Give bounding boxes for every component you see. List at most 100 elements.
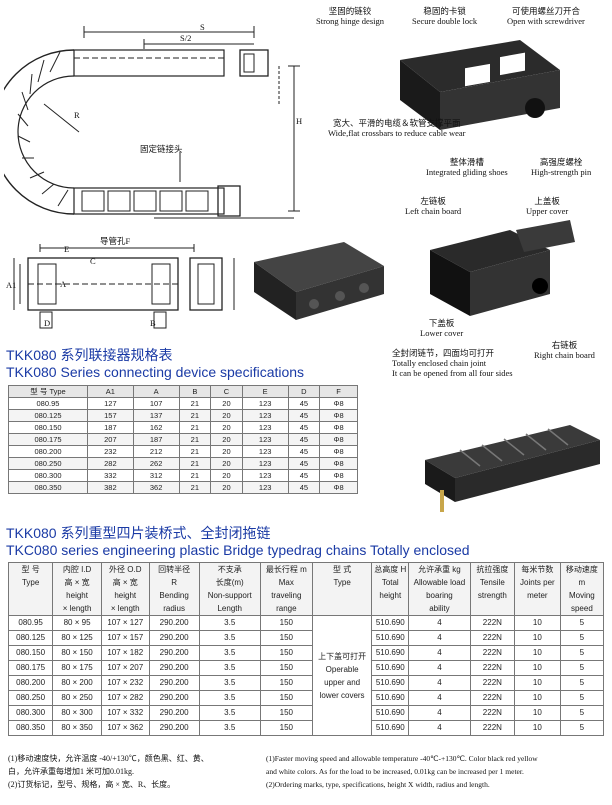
chain-bend-drawing [4, 26, 300, 219]
cell: 510.690 [371, 645, 410, 661]
cell: 10 [513, 705, 561, 721]
dim-a-label: A [60, 279, 67, 289]
cell: 510.690 [371, 660, 410, 676]
cell: 21 [178, 409, 212, 422]
cell: 150 [259, 705, 313, 721]
cell: 20 [210, 445, 243, 458]
cell: 080.200 [7, 675, 54, 691]
cell: 20 [210, 421, 243, 434]
cell: 10 [513, 630, 561, 646]
cell: 5 [559, 705, 605, 721]
cell: 510.690 [371, 690, 410, 706]
cell: 45 [287, 433, 321, 446]
col-a: A [132, 385, 180, 398]
cell: 150 [259, 615, 313, 631]
cell: 150 [259, 645, 313, 661]
cell: 290.200 [148, 630, 200, 646]
cell: 4 [408, 660, 471, 676]
cell: Φ8 [319, 445, 358, 458]
cell: 45 [287, 409, 321, 422]
cell: 10 [513, 675, 561, 691]
cell: 21 [178, 433, 212, 446]
cell: 5 [559, 645, 605, 661]
cell: 123 [241, 445, 289, 458]
note-zh-3: (2)订货标记，型号、规格，高 × 宽、R、长度。 [8, 780, 176, 789]
notes-en: (1)Faster moving speed and allowable tem… [266, 752, 608, 791]
cell: 20 [210, 409, 243, 422]
cell: 123 [241, 457, 289, 470]
cell: 4 [408, 615, 471, 631]
cell: 150 [259, 675, 313, 691]
cell: 80 × 300 [52, 705, 102, 721]
dim-s2-label: S/2 [180, 33, 192, 43]
cell: 137 [132, 409, 180, 422]
cell: 45 [287, 457, 321, 470]
cell: 4 [408, 630, 471, 646]
cell: 510.690 [371, 720, 410, 736]
cell: 4 [408, 690, 471, 706]
chain-link-open-photo [400, 40, 560, 130]
cell: Φ8 [319, 469, 358, 482]
cell: 10 [513, 720, 561, 736]
cell: 382 [87, 481, 134, 494]
cell: 3.5 [198, 705, 261, 721]
cell: 080.125 [7, 630, 54, 646]
note-en-1: (1)Faster moving speed and allowable tem… [266, 754, 538, 763]
cell: 20 [210, 397, 243, 410]
cell: 290.200 [148, 690, 200, 706]
cell: 080.95 [7, 615, 54, 631]
dim-r-label: R [74, 110, 80, 120]
cell: 20 [210, 469, 243, 482]
chain-segment-photo [254, 242, 384, 320]
cell: 127 [87, 397, 134, 410]
cell: 3.5 [198, 660, 261, 676]
cell: 123 [241, 481, 289, 494]
dim-e-label: E [64, 244, 70, 254]
cell: 80 × 350 [52, 720, 102, 736]
cell: 080.175 [8, 433, 88, 446]
cell: 3.5 [198, 645, 261, 661]
cell: 222N [469, 630, 515, 646]
cell: 150 [259, 690, 313, 706]
cell: 207 [87, 433, 134, 446]
cell: 107 × 232 [100, 675, 150, 691]
cell: 20 [210, 481, 243, 494]
cell: 10 [513, 645, 561, 661]
cell: 162 [132, 421, 180, 434]
cell: Φ8 [319, 433, 358, 446]
cell: 20 [210, 433, 243, 446]
col-d: D [287, 385, 321, 398]
cell: 107 × 332 [100, 705, 150, 721]
cell: 5 [559, 630, 605, 646]
cell: 21 [178, 481, 212, 494]
cell: 45 [287, 445, 321, 458]
dim-c-label: C [90, 256, 96, 266]
dim-h-label: H [296, 116, 303, 126]
cell: Φ8 [319, 481, 358, 494]
cell: 80 × 250 [52, 690, 102, 706]
connector-title-en: TKK080 Series connecting device specific… [6, 364, 305, 380]
cell: 510.690 [371, 615, 410, 631]
cell: 80 × 200 [52, 675, 102, 691]
guide-hole-label: 导管孔F [100, 236, 131, 246]
